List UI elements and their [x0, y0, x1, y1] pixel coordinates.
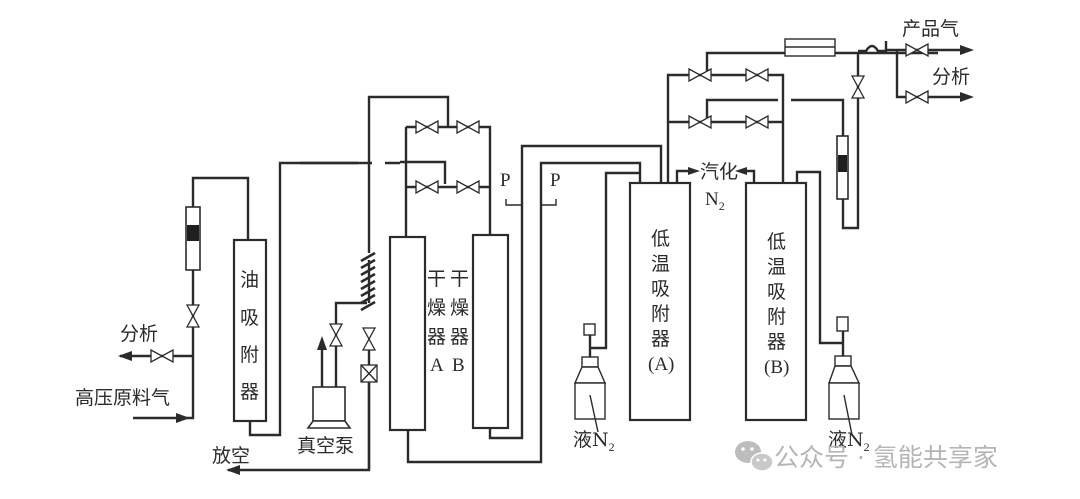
adsorber-valve-4-icon[interactable]	[745, 115, 769, 129]
dryer-b-label: 干 燥 器 B	[450, 268, 469, 376]
svg-text:B: B	[452, 355, 465, 376]
liquid-n2-a-label: 液N2	[573, 429, 615, 454]
analysis-left-arrow-icon	[118, 351, 132, 361]
vent-arrow-icon	[226, 465, 240, 475]
analysis-right-arrow-icon	[960, 92, 974, 102]
adsorber-valve-2-icon[interactable]	[745, 68, 769, 82]
needle-valve-icon[interactable]	[360, 364, 378, 383]
liquid-n2-dewar-a	[573, 323, 607, 433]
vacuum-pump	[306, 301, 367, 429]
feed-arrow-icon	[176, 413, 190, 423]
heat-exchanger	[784, 38, 836, 57]
heater-coil-icon	[360, 251, 376, 312]
svg-text:器: 器	[240, 381, 259, 403]
svg-text:温: 温	[651, 253, 670, 275]
svg-text:干: 干	[450, 268, 469, 290]
wechat-icon	[735, 441, 774, 472]
svg-text:吸: 吸	[240, 307, 259, 329]
low-temp-adsorber-a	[628, 181, 692, 422]
flowmeter-right	[836, 135, 849, 200]
vent-valve-icon[interactable]	[362, 327, 376, 351]
vacuum-pump-label: 真空泵	[297, 435, 354, 457]
svg-text:吸: 吸	[767, 281, 786, 303]
product-gas-label: 产品气	[902, 18, 959, 40]
analysis-left-label: 分析	[120, 323, 158, 345]
svg-text:油: 油	[240, 269, 259, 291]
dryer-a-label: 干 燥 器 A	[427, 268, 446, 376]
svg-text:(B): (B)	[764, 357, 789, 378]
svg-text:器: 器	[767, 331, 786, 353]
svg-text:低: 低	[767, 231, 786, 253]
svg-text:低: 低	[651, 228, 670, 250]
dryer-b	[471, 233, 510, 430]
liquid-n2-dewar-b	[828, 316, 861, 436]
dryer-valve-2-icon[interactable]	[456, 120, 480, 134]
vaporize-arrow-a-icon	[688, 167, 700, 175]
product-gas-arrow-icon	[960, 45, 974, 55]
svg-text:吸: 吸	[651, 278, 670, 300]
watermark: 公众号 · 氢能共享家	[735, 441, 998, 472]
analysis-right-label: 分析	[932, 66, 970, 88]
svg-text:器: 器	[427, 326, 446, 348]
low-temp-adsorber-a-label: 低 温 吸 附 器 (A)	[648, 228, 674, 375]
vaporize-arrow-b-icon	[735, 167, 747, 175]
svg-text:温: 温	[767, 256, 786, 278]
low-temp-adsorber-b-label: 低 温 吸 附 器 (B)	[764, 231, 789, 378]
svg-text:A: A	[430, 355, 444, 376]
svg-text:燥: 燥	[427, 297, 446, 319]
svg-text:燥: 燥	[450, 297, 469, 319]
svg-text:附: 附	[767, 306, 786, 328]
adsorber-valve-3-icon[interactable]	[688, 115, 712, 129]
n2-vapor-label: N2	[705, 189, 725, 213]
vent-label: 放空	[212, 445, 250, 467]
dryer-valve-4-icon[interactable]	[456, 180, 480, 194]
pressure-gauge-2-label: P	[550, 170, 561, 191]
pressure-gauge-1-label: P	[500, 170, 511, 191]
svg-text:附: 附	[651, 303, 670, 325]
analysis-left-valve-icon[interactable]	[150, 349, 174, 363]
vacuum-valve-icon[interactable]	[329, 323, 343, 347]
dryer-valve-3-icon[interactable]	[415, 180, 439, 194]
return-valve-icon[interactable]	[851, 75, 865, 99]
oil-adsorber-label: 油 吸 附 器	[240, 269, 259, 403]
svg-text:器: 器	[450, 326, 469, 348]
dryer-valve-1-icon[interactable]	[415, 120, 439, 134]
svg-text:器: 器	[651, 328, 670, 350]
vaporize-label: 汽化	[700, 161, 738, 183]
dryer-a	[388, 235, 427, 432]
flowmeter-left	[185, 206, 201, 271]
liquid-n2-b-label: 液N2	[828, 429, 870, 454]
svg-text:附: 附	[240, 344, 259, 366]
low-temp-adsorber-b	[744, 181, 808, 422]
feed-gas-line	[133, 176, 250, 423]
watermark-text: 公众号 · 氢能共享家	[774, 443, 998, 472]
adsorber-valve-1-icon[interactable]	[688, 68, 712, 82]
feed-gas-label: 高压原料气	[75, 387, 170, 409]
svg-text:(A): (A)	[648, 354, 674, 375]
analysis-right-valve-icon[interactable]	[905, 90, 929, 104]
vacuum-exhaust-arrow-icon	[317, 336, 327, 350]
feed-valve-icon[interactable]	[186, 304, 200, 328]
svg-text:干: 干	[427, 268, 446, 290]
